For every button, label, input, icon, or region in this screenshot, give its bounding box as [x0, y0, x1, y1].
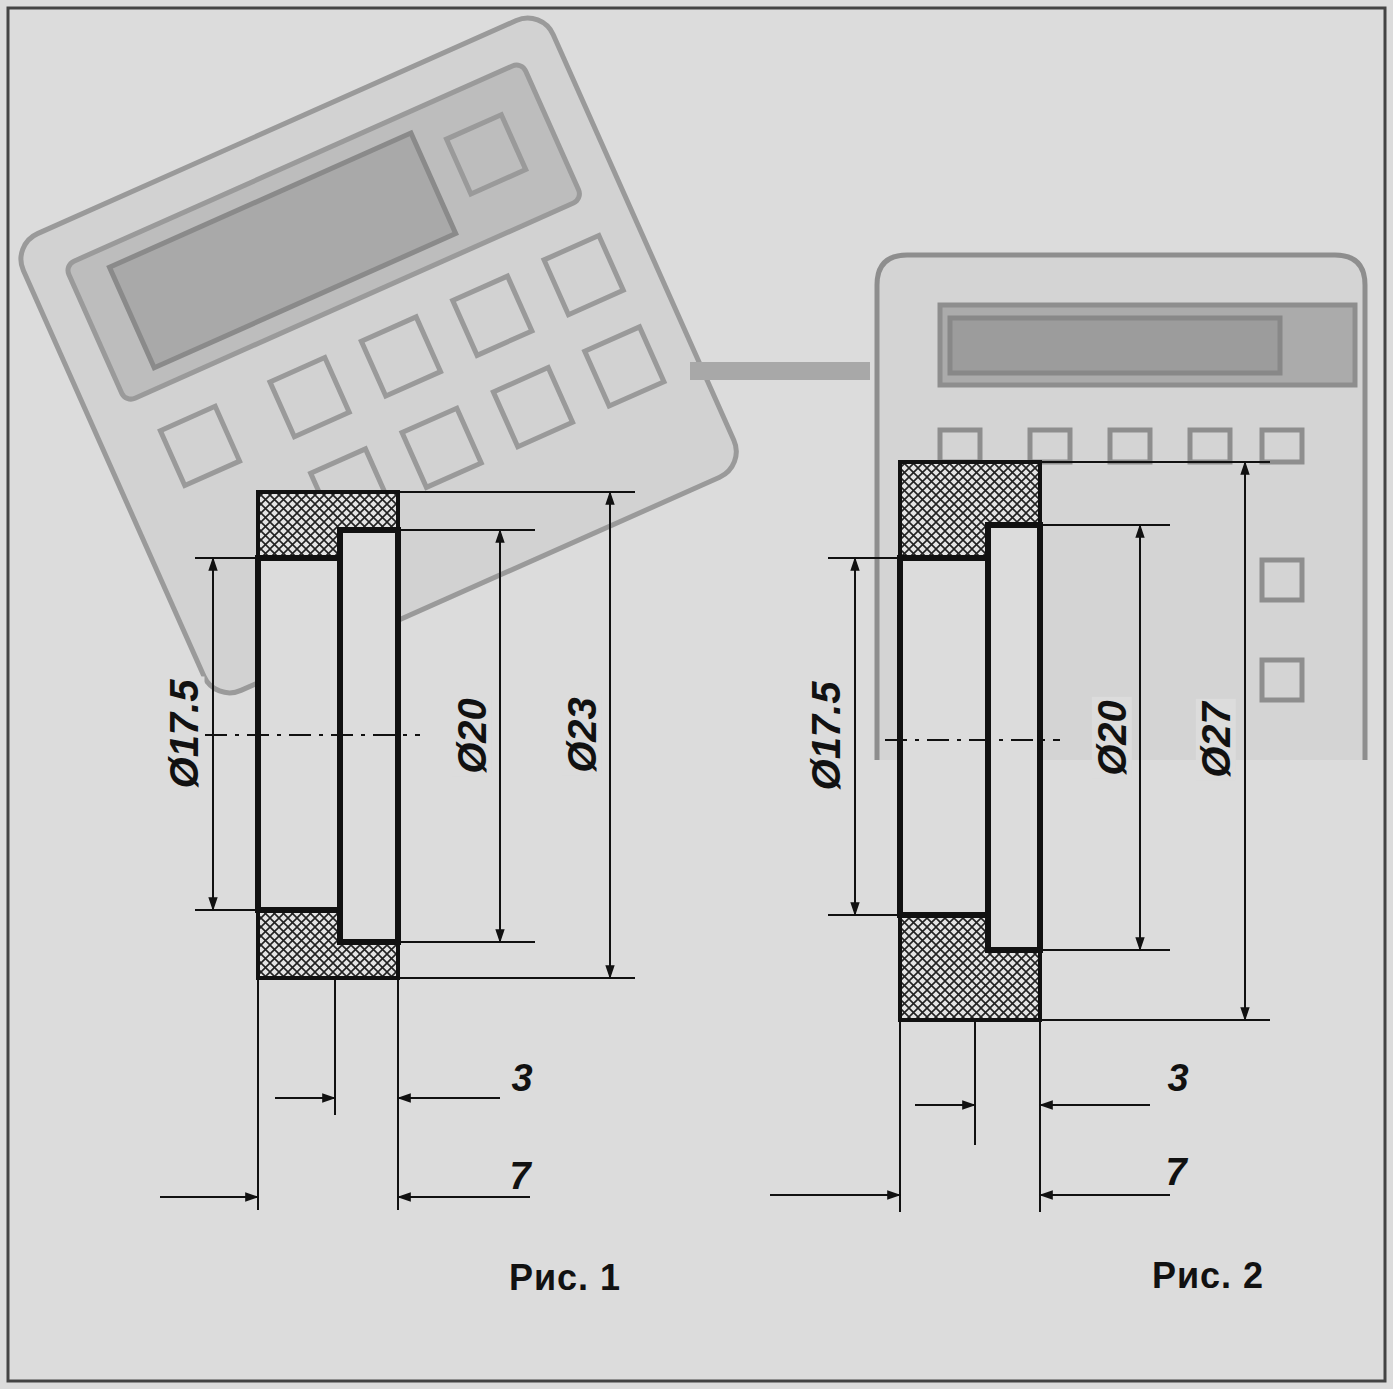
figure-caption: Рис. 1 — [506, 1260, 624, 1296]
dimension-label: Ø23 — [562, 694, 602, 776]
dimension-label: 7 — [506, 1157, 533, 1195]
dimension-lines — [160, 492, 635, 1210]
dimension-label: Ø20 — [452, 695, 492, 777]
dimension-label: Ø17.5 — [164, 677, 204, 792]
page-border — [8, 8, 1385, 1381]
dimension-label: 7 — [1162, 1153, 1189, 1191]
figure-caption: Рис. 2 — [1149, 1258, 1267, 1294]
cable — [690, 362, 870, 380]
dimension-label: Ø27 — [1196, 699, 1236, 781]
dimension-label: Ø17.5 — [806, 679, 846, 794]
dimension-lines — [770, 462, 1270, 1212]
dimension-label: 3 — [1164, 1059, 1191, 1097]
dimension-label: 3 — [508, 1059, 535, 1097]
ring-section — [885, 462, 1060, 1020]
ring-section — [205, 492, 420, 978]
dimension-label: Ø20 — [1092, 697, 1132, 779]
